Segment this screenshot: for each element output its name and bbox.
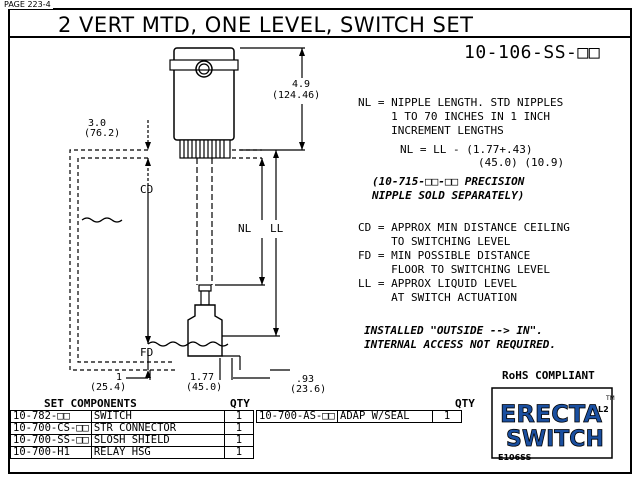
note-cd-2: TO SWITCHING LEVEL xyxy=(358,235,511,248)
note-precision-2: NIPPLE SOLD SEPARATELY) xyxy=(372,189,525,202)
drawing-frame xyxy=(8,8,632,474)
table-row: 10-700-H1 RELAY HSG 1 xyxy=(10,446,254,459)
dim-bottom-left-mm: (25.4) xyxy=(90,382,127,393)
bom-table: 10-782-□□ SWITCH 1 10-700-CS-□□ STR CONN… xyxy=(10,410,254,459)
dim-left-in: 3.0 xyxy=(88,118,107,129)
dim-fd: FD xyxy=(140,346,154,359)
svg-text:SWITCH: SWITCH xyxy=(506,427,604,452)
table-row: 10-782-□□ SWITCH 1 xyxy=(10,410,254,423)
note-fd-1: FD = MIN POSSIBLE DISTANCE xyxy=(358,249,531,262)
svg-text:TM: TM xyxy=(605,395,615,402)
note-cd-1: CD = APPROX MIN DISTANCE CEILING xyxy=(358,221,570,234)
dim-bottom-mid-in: 1.77 xyxy=(190,372,215,383)
bom-qty-header: QTY xyxy=(230,397,250,410)
bom-header: SET COMPONENTS xyxy=(44,397,137,410)
page-tag: PAGE 223-4 xyxy=(2,0,53,9)
svg-text:ERECTA: ERECTA xyxy=(500,400,602,428)
table-row: 10-700-CS-□□ STR CONNECTOR 1 xyxy=(10,422,254,435)
note-ll-1: LL = APPROX LIQUID LEVEL xyxy=(358,277,517,290)
note-installed-1: INSTALLED "OUTSIDE --> IN". xyxy=(364,324,543,337)
bom-qty-header-2: QTY xyxy=(455,397,475,410)
note-nl-2: 1 TO 70 INCHES IN 1 INCH xyxy=(358,110,551,123)
dim-ll: LL xyxy=(270,222,284,235)
note-precision-1: (10-715-□□-□□ PRECISION xyxy=(372,175,525,188)
note-installed-2: INTERNAL ACCESS NOT REQUIRED. xyxy=(364,338,557,351)
note-fd-2: FLOOR TO SWITCHING LEVEL xyxy=(358,263,551,276)
note-nl-formula-mm: (45.0) (10.9) xyxy=(478,156,565,169)
dim-bottom-right-mm: (23.6) xyxy=(290,384,327,395)
part-number: 10-106-SS-□□ xyxy=(464,42,601,63)
svg-text:E106SS: E106SS xyxy=(498,453,532,462)
note-nl-3: INCREMENT LENGTHS xyxy=(358,124,504,137)
dim-top-mm: (124.46) xyxy=(272,90,321,101)
rohs-label: RoHS COMPLIANT xyxy=(502,369,595,382)
dim-bottom-right-in: .93 xyxy=(296,374,315,385)
dim-top-in: 4.9 xyxy=(292,79,311,90)
note-nl-formula: NL = LL - (1.77+.43) xyxy=(400,143,533,156)
level-switch xyxy=(187,304,223,357)
dim-bottom-mid-mm: (45.0) xyxy=(186,382,223,393)
tank-wall xyxy=(69,149,175,371)
housing-port xyxy=(195,60,213,78)
dim-nl: NL xyxy=(238,222,252,235)
dim-bottom-left-in: 1 xyxy=(116,372,123,383)
table-row: 10-700-SS-□□ SLOSH SHIELD 1 xyxy=(10,434,254,447)
note-ll-2: AT SWITCH ACTUATION xyxy=(358,291,517,304)
note-nl-1: NL = NIPPLE LENGTH. STD NIPPLES xyxy=(358,96,564,109)
table-row: 10-700-AS-□□ ADAP W/SEAL 1 xyxy=(256,410,462,423)
erecta-switch-logo: ERECTA SWITCH TM L2 E106SS xyxy=(486,384,626,464)
bom-table-extra: 10-700-AS-□□ ADAP W/SEAL 1 xyxy=(256,410,462,423)
drawing-title: 2 VERT MTD, ONE LEVEL, SWITCH SET xyxy=(10,12,630,38)
svg-text:L2: L2 xyxy=(598,405,609,414)
dim-cd: CD xyxy=(140,183,154,196)
dim-left-mm: (76.2) xyxy=(84,128,121,139)
